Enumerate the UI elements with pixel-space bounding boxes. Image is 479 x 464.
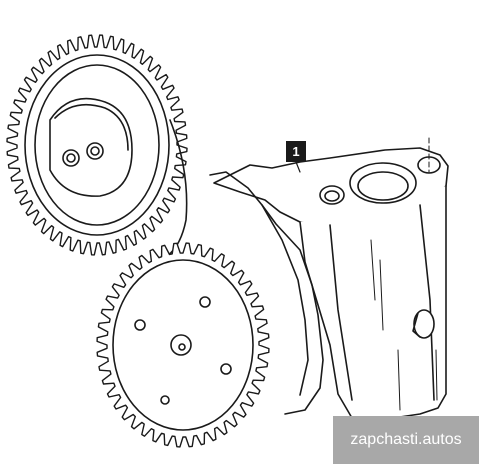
part-number-callout: 1 [286,141,306,162]
pump-housing [209,137,449,421]
driven-gear [96,242,270,448]
drive-gear [6,34,188,263]
callout-leader [295,161,301,173]
watermark: zapchasti.autos [333,416,479,464]
